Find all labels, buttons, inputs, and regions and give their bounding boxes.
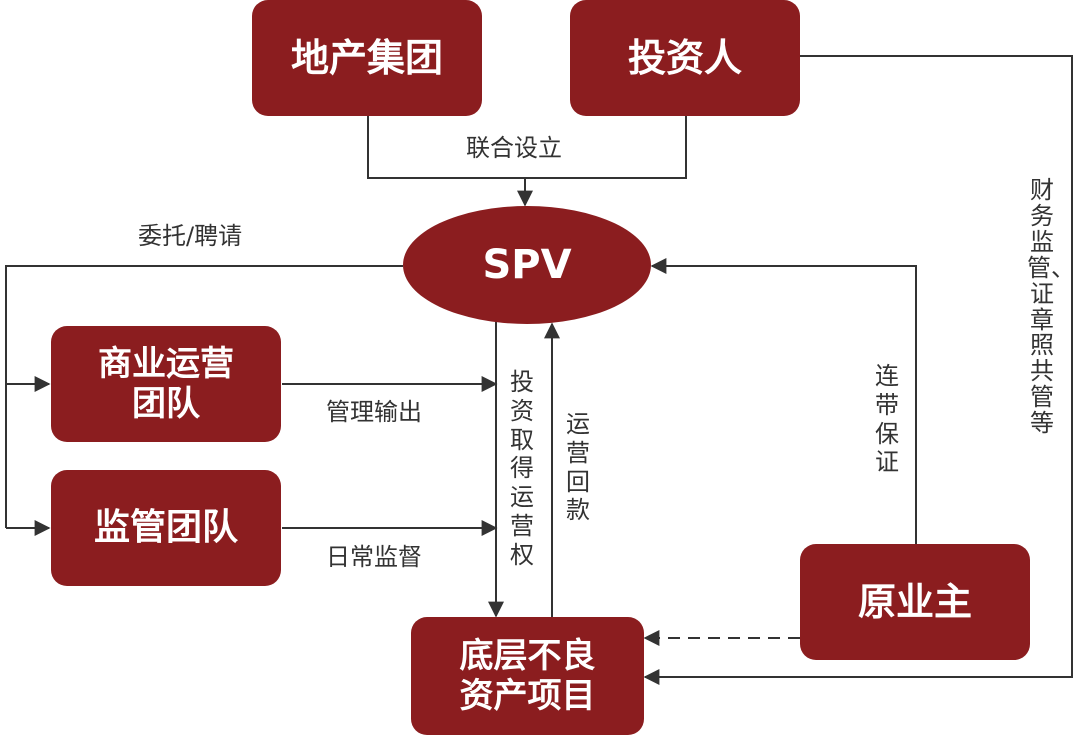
label-entrust-hire: 委托/聘请 xyxy=(138,222,243,250)
financial-supervision-connector xyxy=(643,55,1073,685)
node-spv: SPV xyxy=(403,206,651,324)
node-supervision-team: 监管团队 xyxy=(51,470,281,586)
joint-guarantee-connector xyxy=(650,258,917,544)
label-invest-acquire-rights: 投资取得运营权 xyxy=(510,368,534,569)
entrust-hire-connector xyxy=(5,265,403,528)
label-financial-supervision: 财务监管、证章照共管等 xyxy=(1027,176,1075,438)
node-spv-label: SPV xyxy=(482,242,572,288)
label-operating-repayment: 运营回款 xyxy=(566,410,590,525)
node-developer-label: 地产集团 xyxy=(290,35,443,80)
node-underlying-asset: 底层不良 资产项目 xyxy=(411,617,644,735)
label-daily-supervision: 日常监督 xyxy=(326,543,422,571)
node-commercial-team: 商业运营 团队 xyxy=(51,326,281,442)
node-investor: 投资人 xyxy=(570,0,800,116)
node-supervision-team-label: 监管团队 xyxy=(93,506,238,548)
node-investor-label: 投资人 xyxy=(627,35,742,80)
node-original-owner: 原业主 xyxy=(800,544,1030,660)
node-commercial-team-label: 商业运营 团队 xyxy=(98,343,234,424)
joint-establish-connector xyxy=(367,116,687,179)
label-joint-guarantee: 连带保证 xyxy=(875,362,899,477)
label-management-output: 管理输出 xyxy=(326,398,422,426)
node-original-owner-label: 原业主 xyxy=(857,579,972,624)
label-joint-establish: 联合设立 xyxy=(466,134,562,162)
node-developer: 地产集团 xyxy=(252,0,482,116)
node-underlying-asset-label: 底层不良 资产项目 xyxy=(459,635,596,716)
